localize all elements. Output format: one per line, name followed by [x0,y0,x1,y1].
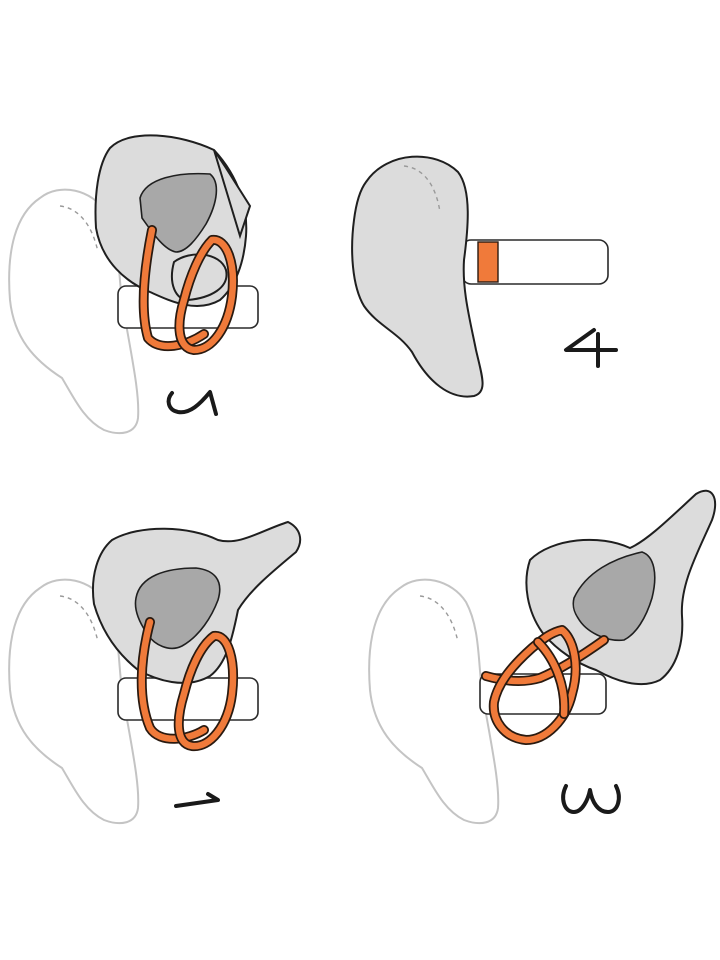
step-2-panel: 2 [8,134,259,435]
step-1-number-glyph [174,792,220,808]
band-loop-front-fill [176,236,237,354]
band-cross-fill [534,638,568,718]
guide-dash [419,595,459,643]
step-1-panel: 1 [8,520,302,825]
band-loop-front-fill [175,632,237,750]
thumb-shape [139,172,218,253]
step-3-number-glyph [561,784,621,814]
guide-dash [403,165,441,213]
band-on-rod [477,241,499,283]
step-4-number-glyph [564,328,618,368]
hand-flap [213,149,252,240]
step-1-number: 1 [196,799,197,801]
guide-dash [59,205,99,253]
thumb-shape [572,551,656,642]
band-loop-fill [490,626,579,744]
step-4-panel: 4 [351,155,618,398]
step-2-number-glyph [166,390,218,416]
hand-shape [351,155,484,398]
outline-hand [368,578,500,825]
guide-dash [59,595,99,643]
step-3-panel: 3 [368,489,717,825]
